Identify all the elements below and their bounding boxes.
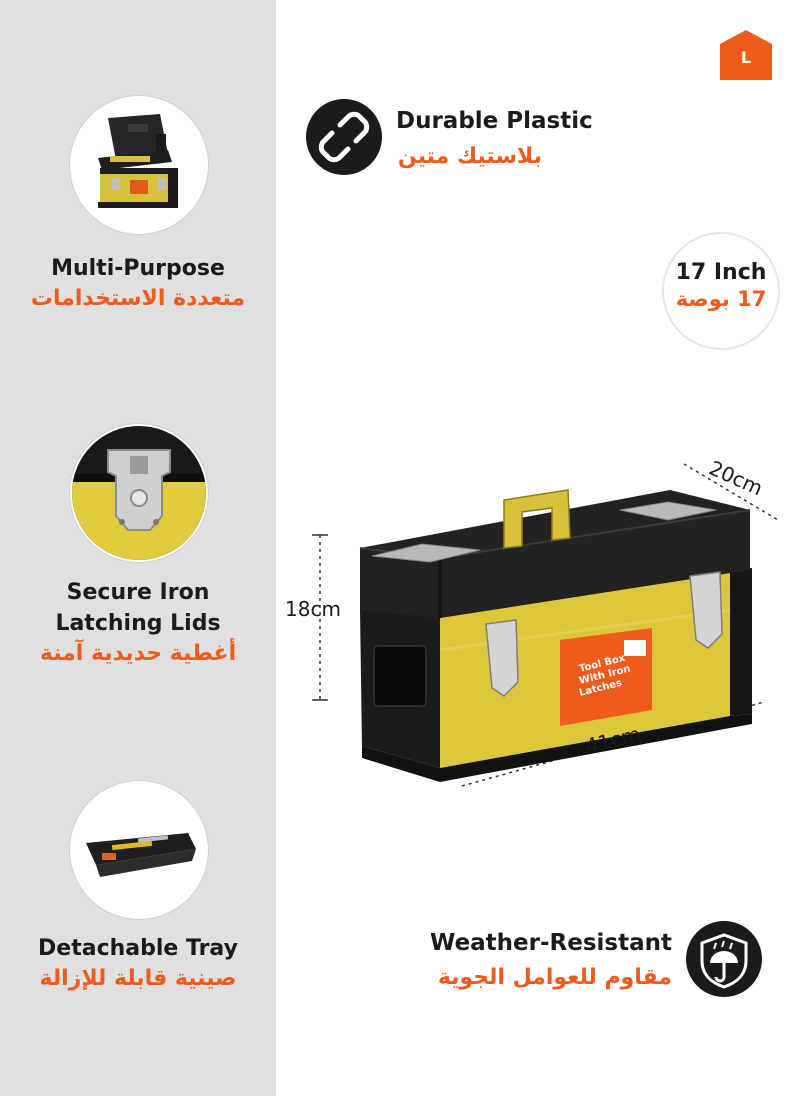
link-icon (318, 111, 370, 163)
weather-title-en: Weather-Resistant (430, 930, 672, 956)
size-ar: 17 بوصة (675, 287, 767, 311)
brand-logo: L (720, 30, 772, 80)
durable-icon-badge (306, 99, 382, 175)
dimension-height: 18cm (285, 597, 341, 621)
multi-purpose-image (70, 96, 208, 234)
feature-title-ar: صينية قابلة للإزالة (39, 966, 237, 991)
umbrella-icon (700, 933, 748, 989)
tray-image (70, 781, 208, 919)
weather-title-ar: مقاوم للعوامل الجوية (437, 965, 672, 990)
brand-logo-letter: L (740, 48, 752, 67)
feature-title-en: Detachable Tray (38, 936, 238, 961)
feature-title-ar: أغطية حديدية آمنة (39, 641, 237, 666)
latch-closeup-image (70, 424, 208, 562)
durable-title-ar: بلاستيك متين (397, 144, 542, 169)
feature-title-en: Multi-Purpose (51, 256, 225, 281)
weather-icon-badge (686, 921, 762, 997)
multi-purpose-feature: Multi-Purpose متعددة الاستخدامات (0, 253, 276, 314)
size-badge: 17 Inch 17 بوصة (662, 232, 780, 350)
feature-title-en-line2: Latching Lids (55, 611, 221, 636)
size-en: 17 Inch (675, 260, 767, 285)
durable-title-en: Durable Plastic (396, 108, 593, 134)
feature-title-en-line1: Secure Iron (66, 580, 210, 605)
detachable-tray-feature: Detachable Tray صينية قابلة للإزالة (0, 933, 276, 994)
feature-title-ar: متعددة الاستخدامات (30, 286, 246, 311)
toolbox-product-image: Tool Box With Iron Latches (312, 463, 779, 787)
iron-latch-feature: Secure Iron Latching Lids أغطية حديدية آ… (0, 577, 276, 669)
